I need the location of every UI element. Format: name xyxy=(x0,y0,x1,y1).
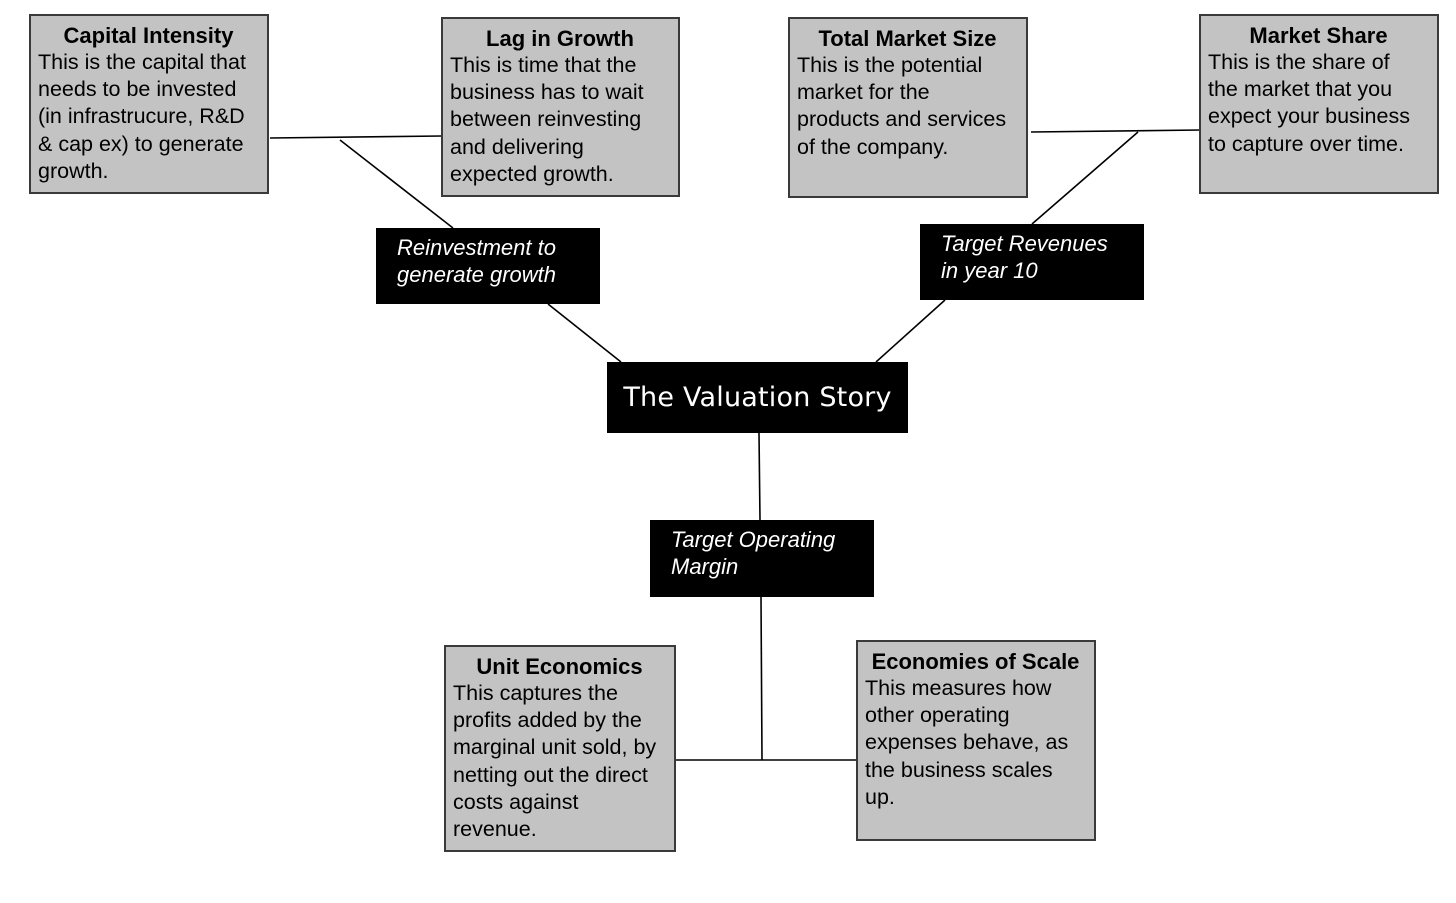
market-share-title: Market Share xyxy=(1249,23,1388,48)
connector-market-share xyxy=(1030,129,1202,133)
unit-economics-title: Unit Economics xyxy=(476,654,643,679)
total-market-size-title: Total Market Size xyxy=(818,26,997,51)
connector-center-revenues xyxy=(875,299,946,363)
unit-economics-box: Unit Economics This captures the profits… xyxy=(444,645,676,852)
lag-in-growth-title: Lag in Growth xyxy=(486,26,634,51)
connector-revenues-factors xyxy=(1031,131,1139,225)
economies-of-scale-description: This measures how other operating expens… xyxy=(865,676,1069,809)
target-operating-margin-label: Target Operating Margin xyxy=(671,527,836,579)
connector-center-reinvestment xyxy=(547,303,622,363)
lag-in-growth-box: Lag in Growth This is time that the busi… xyxy=(441,17,680,197)
economies-of-scale-box: Economies of Scale This measures how oth… xyxy=(856,640,1096,841)
valuation-story-label: The Valuation Story xyxy=(623,382,892,413)
market-share-description: This is the share of the market that you… xyxy=(1208,50,1410,156)
economies-of-scale-title: Economies of Scale xyxy=(871,649,1080,674)
lag-in-growth-description: This is time that the business has to wa… xyxy=(450,53,644,186)
reinvestment-node: Reinvestment to generate growth xyxy=(376,228,600,304)
reinvestment-label: Reinvestment to generate growth xyxy=(397,235,556,287)
target-revenues-node: Target Revenues in year 10 xyxy=(920,224,1144,300)
unit-economics-description: This captures the profits added by the m… xyxy=(453,681,657,842)
connector-capital-lag xyxy=(269,135,443,139)
capital-intensity-description: This is the capital that needs to be inv… xyxy=(38,50,246,183)
total-market-size-description: This is the potential market for the pro… xyxy=(797,53,1007,159)
connector-margin-factors xyxy=(760,596,763,761)
valuation-story-node: The Valuation Story xyxy=(607,362,908,433)
target-revenues-label: Target Revenues in year 10 xyxy=(941,231,1108,283)
target-operating-margin-node: Target Operating Margin xyxy=(650,520,874,597)
capital-intensity-box: Capital Intensity This is the capital th… xyxy=(29,14,269,194)
connector-reinvestment-factors xyxy=(339,139,454,229)
capital-intensity-title: Capital Intensity xyxy=(63,23,234,48)
total-market-size-box: Total Market Size This is the potential … xyxy=(788,17,1028,198)
connector-center-margin xyxy=(758,432,761,521)
market-share-box: Market Share This is the share of the ma… xyxy=(1199,14,1439,194)
